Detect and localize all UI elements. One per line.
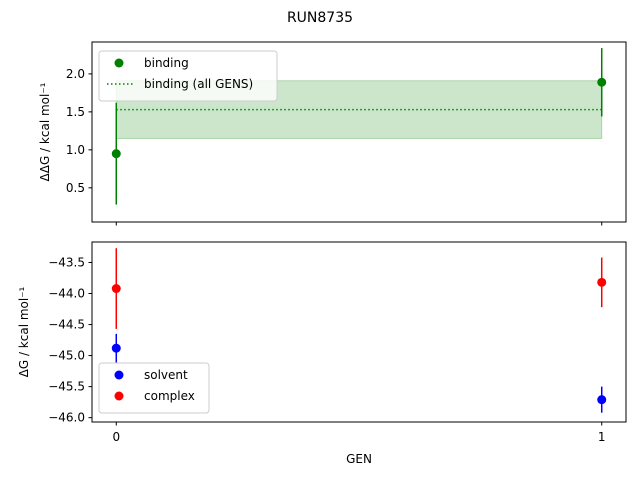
x-tick-label: 0 [112, 430, 120, 444]
y-tick-label: −43.5 [48, 255, 85, 269]
y-axis-label-top: ΔΔG / kcal mol⁻¹ [38, 82, 52, 181]
complex-point [597, 277, 607, 287]
y-tick-label: −44.0 [48, 287, 85, 301]
legend-marker-binding [114, 58, 124, 68]
solvent-complex-points [111, 248, 607, 413]
y-tick-label: 2.0 [66, 67, 85, 81]
subplot-binding: 0.51.01.52.0 ΔΔG / kcal mol⁻¹ bindingbin… [38, 41, 627, 226]
solvent-point [597, 395, 607, 405]
legend-label-binding-all-gens: binding (all GENS) [144, 77, 253, 91]
y-tick-label: 0.5 [66, 181, 85, 195]
x-ticks-top [115, 222, 603, 226]
solvent-point [111, 343, 121, 353]
legend-label-solvent: solvent [144, 368, 188, 382]
y-tick-label: −45.0 [48, 349, 85, 363]
legend-marker-complex [114, 391, 124, 401]
binding-point [111, 149, 121, 159]
complex-point [111, 284, 121, 294]
binding-points [111, 48, 607, 205]
y-axis-label-bottom: ΔG / kcal mol⁻¹ [17, 286, 31, 377]
legend-frame [98, 50, 278, 102]
axes-frame-bottom [91, 241, 627, 423]
y-tick-label: 1.5 [66, 105, 85, 119]
legend-frame [98, 362, 210, 414]
x-axis-label: GEN [346, 452, 372, 466]
y-tick-label: 1.0 [66, 143, 85, 157]
chart-title: RUN8735 [287, 10, 353, 26]
y-ticks-top: 0.5 1.0 1.5 2.0 [66, 67, 92, 195]
legend-label-complex: complex [144, 389, 195, 403]
x-tick-label: 1 [598, 430, 606, 444]
legend-bottom: solvent complex [98, 362, 210, 414]
axes-frame-top [91, 41, 627, 223]
legend-label-binding: binding [144, 56, 189, 70]
binding-point [597, 77, 607, 87]
y-tick-label: −46.0 [48, 411, 85, 425]
y-ticks-bottom: −43.5 −44.0 −44.5 −45.0 −45.5 −46.0 [48, 255, 92, 425]
y-tick-label: −44.5 [48, 318, 85, 332]
y-tick-label: −45.5 [48, 380, 85, 394]
legend-top: binding binding (all GENS) [98, 50, 278, 102]
legend-marker-solvent [114, 370, 124, 380]
